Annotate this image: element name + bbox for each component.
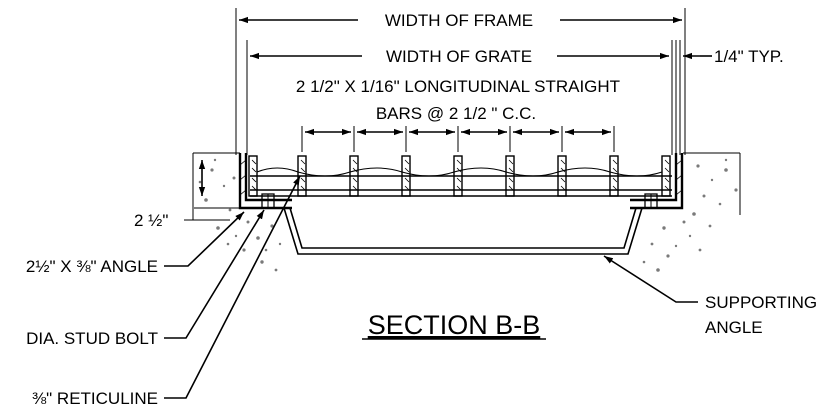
bars-note-line-1: 2 1/2" X 1/16" LONGITUDINAL STRAIGHT: [296, 77, 620, 96]
stud-bolts: [261, 193, 658, 209]
angle-callout-label: 2½" X ⅜" ANGLE: [26, 257, 158, 276]
bars-note-line-2: BARS @ 2 1/2 " C.C.: [376, 104, 536, 123]
frame-width-dimension: WIDTH OF FRAME: [235, 8, 686, 155]
bar-spacing-dimension: [301, 126, 615, 152]
supporting-callout-line-2: ANGLE: [705, 318, 763, 337]
concrete-surround: [192, 152, 741, 272]
stud-bolt-callout-label: DIA. STUD BOLT: [26, 329, 158, 348]
frame-width-label: WIDTH OF FRAME: [385, 11, 533, 30]
reticuline-callout: ⅜" RETICULINE: [32, 175, 301, 408]
left-frame-angle: [238, 153, 292, 210]
supporting-angle: [283, 207, 643, 255]
depth-label: 2 ½": [134, 211, 168, 230]
grate-width-label: WIDTH OF GRATE: [386, 47, 532, 66]
longitudinal-bars: [248, 155, 671, 197]
reticuline-callout-label: ⅜" RETICULINE: [32, 389, 158, 408]
stud-bolt-callout: DIA. STUD BOLT: [26, 209, 265, 348]
grate: [248, 155, 672, 197]
typical-gap-label: 1/4" TYP.: [714, 47, 784, 66]
supporting-angle-callout: SUPPORTING ANGLE: [603, 255, 817, 337]
grate-width-dimension: WIDTH OF GRATE: [246, 40, 681, 155]
angle-callout: 2½" X ⅜" ANGLE: [26, 211, 245, 276]
section-title: SECTION B-B: [368, 310, 541, 340]
right-frame-angle: [630, 153, 684, 210]
supporting-callout-line-1: SUPPORTING: [705, 293, 817, 312]
typical-gap-dimension: 1/4" TYP.: [683, 47, 784, 66]
depth-dimension: 2 ½": [134, 160, 240, 230]
